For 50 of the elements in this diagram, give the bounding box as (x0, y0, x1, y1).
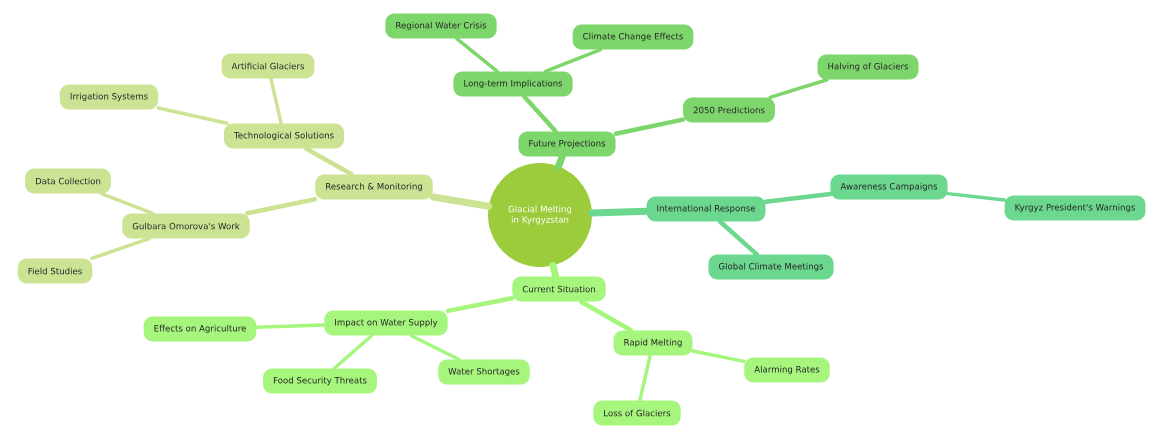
topic-box: Field Studies (17, 258, 93, 284)
connector-line (429, 193, 493, 210)
topic-box: Regional Water Crisis (385, 13, 497, 39)
connector-line (409, 333, 461, 362)
connector-line (543, 47, 603, 74)
connector-line (578, 299, 634, 333)
connector-line (90, 236, 151, 261)
topic-box: Water Shortages (438, 359, 530, 385)
topic-box: Effects on Agriculture (143, 316, 257, 342)
topic-box: Impact on Water Supply (324, 310, 448, 336)
connector-line (445, 296, 515, 314)
topic-box: Awareness Campaigns (830, 174, 948, 200)
connector-line (555, 153, 566, 170)
topic-box: Food Security Threats (263, 368, 377, 394)
topic-box: Gulbara Omorova's Work (122, 213, 250, 239)
topic-box: Technological Solutions (223, 123, 345, 149)
topic-box: Artificial Glaciers (221, 53, 315, 79)
topic-box: Future Projections (518, 131, 616, 157)
connector-line (718, 219, 760, 257)
connector-line (156, 106, 229, 126)
topic-box: Global Climate Meetings (708, 254, 834, 280)
topic-box: Rapid Melting (613, 330, 693, 356)
connector-line (332, 333, 374, 371)
connector-line (763, 191, 833, 205)
connector-line (690, 349, 746, 364)
connector-line (613, 117, 686, 136)
topic-box: International Response (646, 196, 766, 222)
topic-box: 2050 Predictions (683, 97, 775, 123)
topic-box: Kyrgyz President's Warnings (1004, 195, 1146, 221)
topic-box: Research & Monitoring (315, 174, 433, 200)
connector-line (946, 191, 1007, 202)
connector-line (99, 191, 155, 216)
topic-box: Climate Change Effects (572, 24, 694, 50)
connector-line (269, 76, 283, 126)
topic-box: Loss of Glaciers (593, 400, 681, 426)
connector-line (254, 323, 326, 329)
connector-line (768, 77, 829, 100)
connector-line (588, 207, 650, 217)
connector-line (304, 146, 354, 177)
connector-line (549, 262, 560, 280)
topic-box: Current Situation (512, 276, 606, 302)
topic-box: Halving of Glaciers (817, 54, 919, 80)
connector-line (522, 94, 558, 134)
connector-line (455, 36, 499, 74)
connector-line (638, 353, 652, 403)
connector-line (244, 196, 318, 216)
topic-box: Data Collection (25, 168, 111, 194)
topic-box: Long-term Implications (453, 71, 573, 97)
topic-box: Alarming Rates (744, 357, 830, 383)
topic-box: Irrigation Systems (59, 84, 159, 110)
